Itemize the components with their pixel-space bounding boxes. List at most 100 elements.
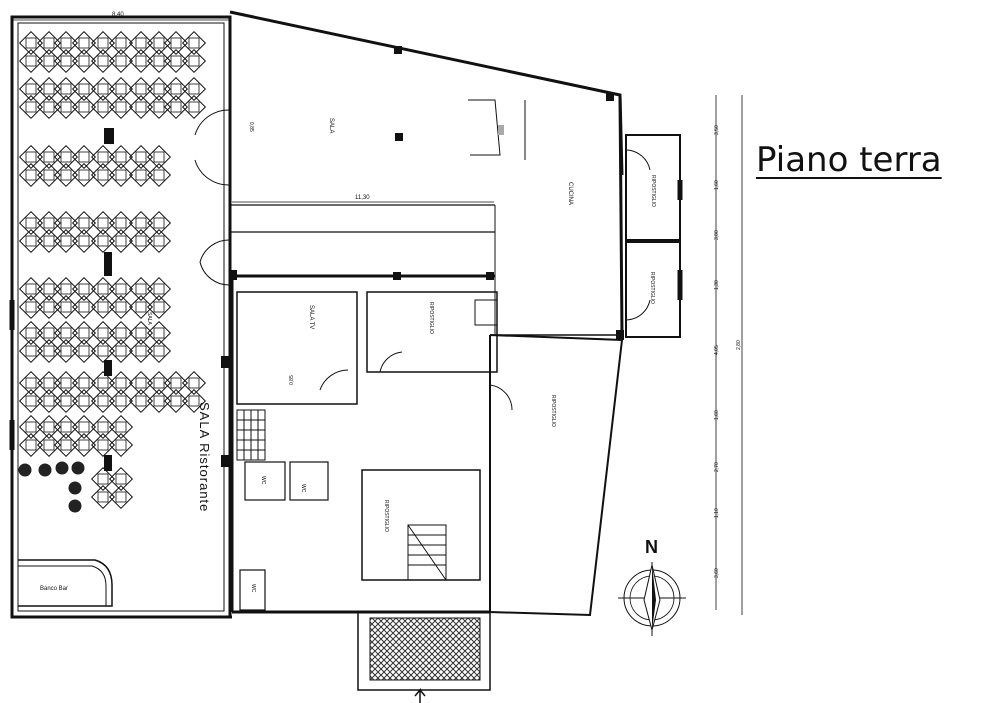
table bbox=[129, 163, 153, 187]
table bbox=[129, 321, 153, 345]
dim-small-a: 0,85 bbox=[248, 122, 254, 132]
right-dimension-label: 1,60 bbox=[714, 180, 720, 190]
label-sala-small: SALA bbox=[146, 312, 152, 325]
table bbox=[147, 211, 171, 235]
table bbox=[129, 371, 153, 395]
plant-icons bbox=[18, 461, 85, 513]
table bbox=[109, 95, 133, 119]
sala-tv-room bbox=[236, 291, 358, 405]
table bbox=[147, 163, 171, 187]
table bbox=[19, 321, 43, 345]
table bbox=[37, 339, 61, 363]
table bbox=[37, 145, 61, 169]
table bbox=[182, 31, 206, 55]
right-dimension-labels: 3,501,603,001,304,051,602,701,103,60 bbox=[714, 125, 720, 578]
table bbox=[54, 229, 78, 253]
dim-top-width: 8,40 bbox=[112, 12, 124, 18]
right-dimension-label: 3,60 bbox=[714, 568, 720, 578]
table bbox=[37, 295, 61, 319]
table bbox=[109, 77, 133, 101]
table bbox=[129, 229, 153, 253]
table bbox=[54, 433, 78, 457]
table bbox=[182, 371, 206, 395]
sala-ristorante-room bbox=[9, 15, 232, 619]
table bbox=[19, 49, 43, 73]
table bbox=[109, 163, 133, 187]
right-dimension-label: 1,60 bbox=[714, 410, 720, 420]
table bbox=[109, 389, 133, 413]
table bbox=[54, 77, 78, 101]
label-sala-ristorante: SALA Ristorante bbox=[197, 402, 212, 512]
wc-rooms bbox=[239, 461, 329, 611]
table bbox=[37, 31, 61, 55]
label-wc-2: WC bbox=[300, 484, 306, 493]
table bbox=[19, 339, 43, 363]
table bbox=[91, 467, 115, 491]
table bbox=[147, 145, 171, 169]
table bbox=[19, 163, 43, 187]
table bbox=[164, 31, 188, 55]
table bbox=[109, 277, 133, 301]
table bbox=[147, 371, 171, 395]
table bbox=[129, 211, 153, 235]
table bbox=[109, 339, 133, 363]
table bbox=[54, 211, 78, 235]
label-banco-bar: Banco Bar bbox=[40, 586, 68, 592]
table bbox=[54, 295, 78, 319]
table bbox=[129, 389, 153, 413]
label-wc-1: WC bbox=[260, 476, 266, 485]
table bbox=[129, 339, 153, 363]
table bbox=[19, 415, 43, 439]
label-ripostiglio-r1: RIPOSTIGLIO bbox=[650, 175, 656, 207]
table bbox=[19, 95, 43, 119]
table bbox=[109, 485, 133, 509]
table bbox=[109, 467, 133, 491]
stairs bbox=[236, 409, 266, 461]
table bbox=[182, 49, 206, 73]
table bbox=[19, 229, 43, 253]
table bbox=[164, 77, 188, 101]
table bbox=[109, 433, 133, 457]
dimension-lines bbox=[12, 19, 743, 615]
table bbox=[109, 415, 133, 439]
table bbox=[54, 321, 78, 345]
table bbox=[164, 49, 188, 73]
table bbox=[19, 389, 43, 413]
table bbox=[129, 77, 153, 101]
label-ripostiglio-m: RIPOSTIGLIO bbox=[428, 302, 434, 334]
table bbox=[37, 415, 61, 439]
banco-bar bbox=[18, 559, 113, 607]
label-sala-tv: SALA TV bbox=[308, 305, 314, 329]
table bbox=[182, 77, 206, 101]
right-dimension-label: 2,70 bbox=[714, 462, 720, 472]
label-cucina: CUCINA bbox=[567, 182, 573, 205]
table bbox=[19, 433, 43, 457]
table bbox=[164, 95, 188, 119]
dim-right-total: 2,80 bbox=[736, 340, 742, 350]
table bbox=[54, 95, 78, 119]
table bbox=[147, 277, 171, 301]
table bbox=[19, 31, 43, 55]
table bbox=[54, 163, 78, 187]
table bbox=[129, 49, 153, 73]
table bbox=[37, 389, 61, 413]
right-dimension-label: 3,50 bbox=[714, 125, 720, 135]
table bbox=[109, 229, 133, 253]
table bbox=[109, 31, 133, 55]
right-dimension-label: 3,00 bbox=[714, 230, 720, 240]
table bbox=[19, 145, 43, 169]
ripostiglio-middle-room bbox=[366, 291, 498, 373]
restaurant-tables bbox=[19, 31, 206, 509]
dim-small-b: 0,85 bbox=[289, 375, 295, 385]
north-label: N bbox=[645, 537, 658, 557]
table bbox=[37, 95, 61, 119]
table bbox=[37, 163, 61, 187]
ripostiglio-lower-room bbox=[361, 469, 481, 581]
table bbox=[54, 145, 78, 169]
table bbox=[129, 277, 153, 301]
table bbox=[54, 31, 78, 55]
table bbox=[54, 277, 78, 301]
table bbox=[54, 389, 78, 413]
table bbox=[147, 31, 171, 55]
